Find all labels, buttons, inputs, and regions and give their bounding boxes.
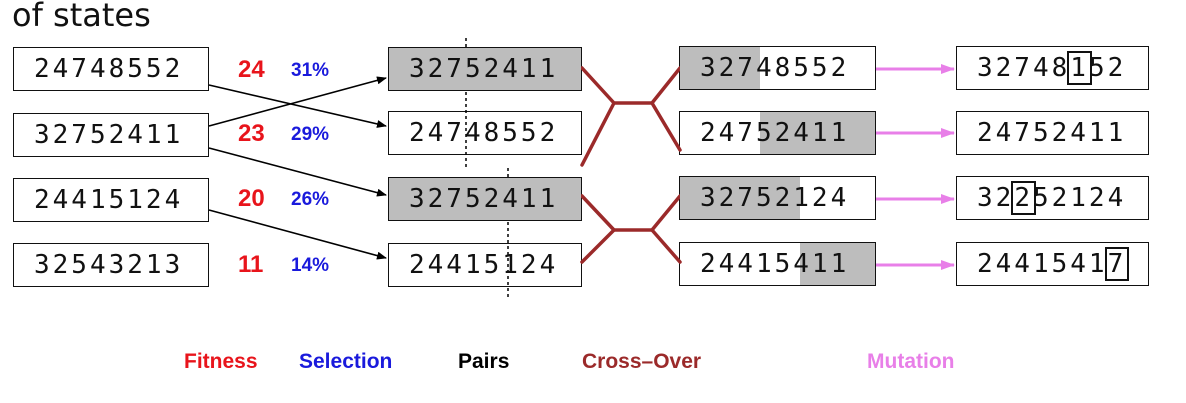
state-text: 24748552 [34,54,184,84]
mutation-state-2: 24752411 [956,111,1149,155]
selection-arrow [208,147,387,197]
state-text: 24415411 [700,249,850,279]
state-text: 24415124 [409,250,559,280]
state-text: 24415417 [957,247,1130,281]
population-state-3: 24415124 [13,178,209,222]
selection-percent-1: 31% [291,60,330,81]
mutated-digit-box: 1 [1067,51,1092,85]
crossover-connector [580,194,682,264]
legend-pairs: Pairs [458,350,510,373]
shaded-region [760,112,875,154]
legend-mutation: Mutation [867,350,955,373]
diagram-title: of states [12,0,151,34]
state-text: 24415124 [34,185,184,215]
selection-percent-4: 14% [291,255,330,276]
pair-state-3: 32752411 [388,177,582,221]
fitness-value-1: 24 [238,56,265,83]
population-state-1: 24748552 [13,47,209,91]
mutated-digit-box: 2 [1011,181,1036,215]
crossover-state-2: 24752411 [679,111,876,155]
legend-fitness: Fitness [184,350,258,373]
selection-arrow [208,76,387,127]
crossover-state-4: 24415411 [679,242,876,286]
selection-arrow [208,209,387,260]
state-text: 32252124 [977,181,1127,215]
state-text: 24748552 [409,118,559,148]
fitness-value-2: 23 [238,120,265,147]
crossover-state-3: 32752124 [679,176,876,220]
legend-crossover: Cross–Over [582,350,702,373]
selection-percent-3: 26% [291,189,330,210]
mutation-state-3: 32252124 [956,176,1149,220]
state-text: 24752411 [977,118,1127,148]
crossover-state-1: 32748552 [679,46,876,90]
selection-arrow [208,84,387,128]
state-text: 32752411 [34,120,184,150]
state-text: 24752411 [700,118,850,148]
pair-state-2: 24748552 [388,111,582,155]
selection-percent-2: 29% [291,124,330,145]
crossover-connector [580,66,682,167]
shaded-region [389,178,581,220]
population-state-4: 32543213 [13,243,209,287]
mutated-digit-box: 7 [1104,247,1130,281]
mutation-state-1: 32748152 [956,46,1149,90]
state-text: 32752411 [409,54,559,84]
fitness-value-4: 11 [238,251,264,278]
population-state-2: 32752411 [13,113,209,157]
shaded-region [680,177,800,219]
state-text: 32752411 [409,184,559,214]
state-text: 32748152 [977,51,1127,85]
shaded-region [680,47,760,89]
shaded-region [800,243,875,285]
mutation-state-4: 24415417 [956,242,1149,286]
legend-selection: Selection [299,350,393,373]
pair-state-4: 24415124 [388,243,582,287]
state-text: 32748552 [700,53,850,83]
pair-state-1: 32752411 [388,47,582,91]
state-text: 32543213 [34,250,184,280]
state-text: 32752124 [700,183,850,213]
fitness-value-3: 20 [238,185,265,212]
shaded-region [389,48,581,90]
